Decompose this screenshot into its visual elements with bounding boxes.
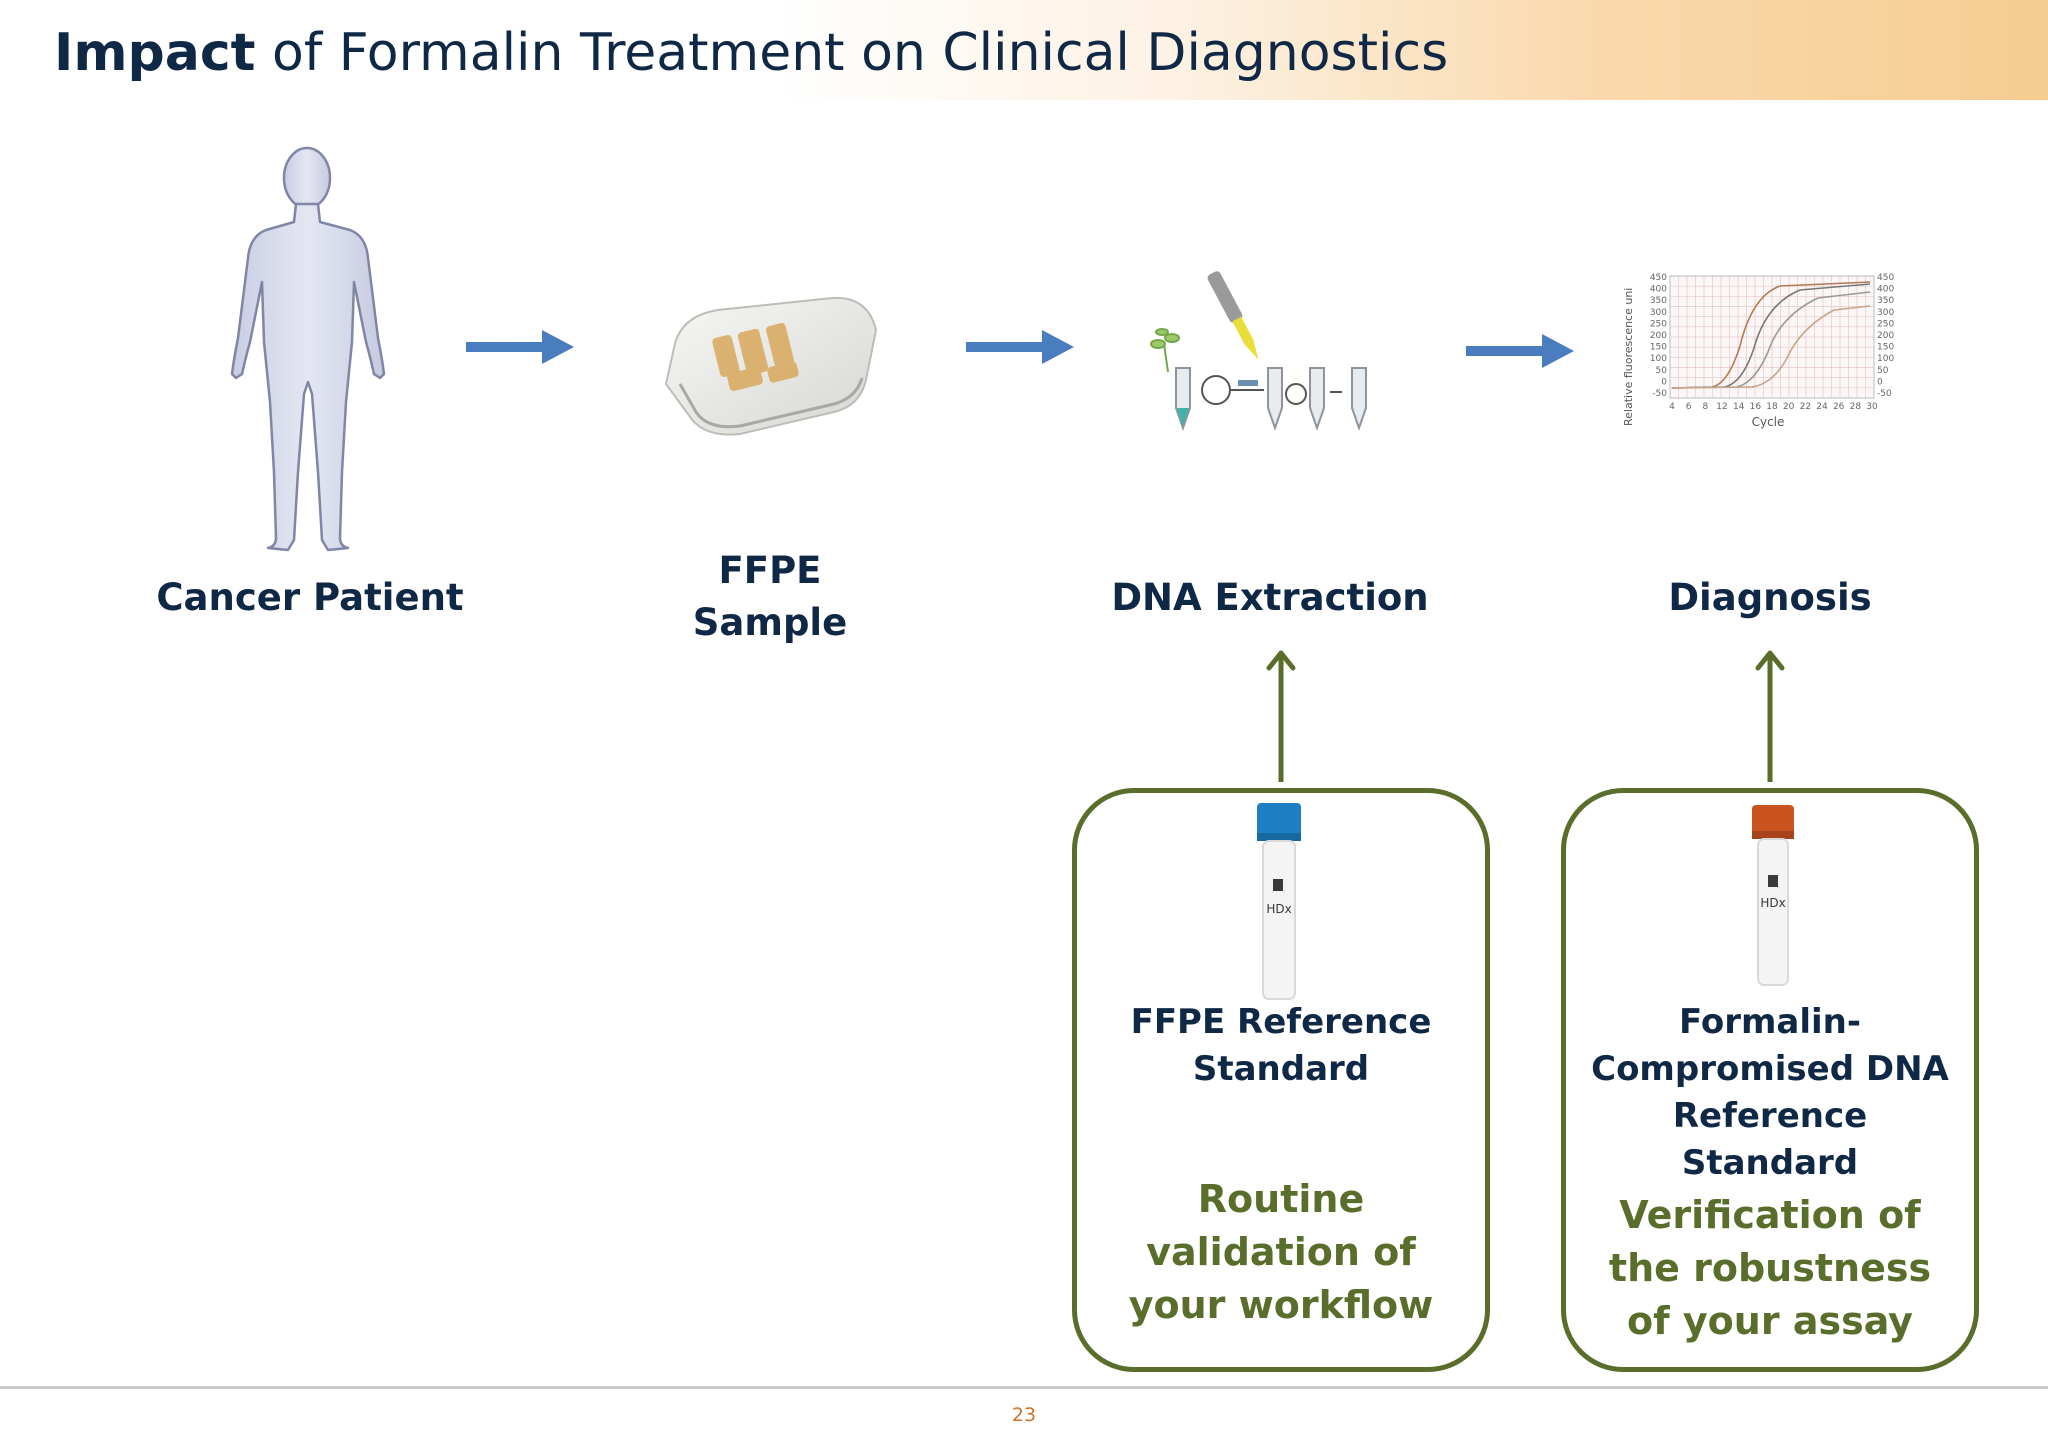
slide-title: Impact of Formalin Treatment on Clinical…: [54, 18, 1448, 88]
tube-orange-cap-icon: HDx: [1752, 805, 1794, 986]
qpcr-ytick-label: 450: [1877, 273, 1894, 283]
qpcr-ytick-label: 100: [1877, 354, 1894, 364]
reference-box-formalin-title: Formalin- Compromised DNA Reference Stan…: [1576, 999, 1964, 1187]
qpcr-ytick-label: 50: [1877, 366, 1889, 376]
stage-label-ffpe-sample: FFPE Sample: [620, 545, 920, 649]
qpcr-xtick-label: 12: [1716, 402, 1727, 412]
box-title-line: Standard: [1192, 1049, 1370, 1089]
tube-blue-cap-icon: HDx: [1257, 803, 1301, 1000]
qpcr-xtick-label: 20: [1783, 402, 1795, 412]
reference-box-ffpe: HDx FFPE Reference Standard Routine vali…: [1072, 788, 1490, 1372]
qpcr-ytick-label: 450: [1650, 273, 1667, 283]
box-note-line: the robustness: [1608, 1246, 1932, 1290]
qpcr-xtick-label: 24: [1816, 402, 1828, 412]
qpcr-ytick-label: 200: [1650, 331, 1667, 341]
qpcr-xtick-label: 18: [1766, 402, 1778, 412]
tube-label-1: HDx: [1266, 902, 1291, 916]
qpcr-curve-1: [1671, 281, 1871, 389]
ffpe-block-icon: [664, 296, 878, 436]
slide-title-emphasis: Impact: [54, 23, 256, 83]
box-title-line: Compromised DNA: [1591, 1049, 1949, 1089]
qpcr-xtick-label: 28: [1850, 402, 1862, 412]
flow-arrow-right-1: [466, 330, 574, 364]
box-note-line: validation of: [1146, 1230, 1416, 1274]
flow-arrow-right-2: [966, 330, 1074, 364]
qpcr-xtick-label: 26: [1833, 402, 1845, 412]
box-title-line: Formalin-: [1679, 1002, 1861, 1042]
box-title-line: Standard: [1681, 1143, 1859, 1183]
box-note-line: of your assay: [1627, 1299, 1913, 1343]
stage-label-ffpe-line2: Sample: [692, 601, 848, 644]
reference-box-ffpe-note: Routine validation of your workflow: [1087, 1173, 1475, 1332]
qpcr-ytick-label: 0: [1661, 377, 1667, 387]
qpcr-ytick-label: 350: [1877, 296, 1894, 306]
qpcr-ytick-label: 300: [1650, 308, 1667, 318]
qpcr-ytick-label: -50: [1652, 389, 1667, 399]
qpcr-ytick-label: 250: [1650, 319, 1667, 329]
box-title-line: FFPE Reference: [1130, 1002, 1432, 1042]
qpcr-ytick-label: -50: [1877, 389, 1892, 399]
stage-label-dna-extraction: DNA Extraction: [1111, 576, 1429, 619]
tube-label-2: HDx: [1760, 896, 1785, 910]
qpcr-xtick-label: 8: [1702, 402, 1708, 412]
qpcr-ytick-label: 50: [1656, 366, 1668, 376]
qpcr-ytick-label: 350: [1650, 296, 1667, 306]
qpcr-ytick-label: 150: [1877, 343, 1894, 353]
dna-extraction-icon: [1150, 271, 1367, 432]
flow-arrow-right-3: [1466, 334, 1574, 368]
reference-box-formalin-note: Verification of the robustness of your a…: [1576, 1189, 1964, 1348]
flow-arrow-up-1: [1266, 650, 1296, 782]
qpcr-ylabel: Relative fluorescence uni: [1622, 288, 1635, 426]
box-title-line: Reference: [1672, 1096, 1868, 1136]
human-figure-icon: [230, 146, 386, 552]
qpcr-curve-2: [1671, 283, 1871, 389]
qpcr-xlabel: Cycle: [1752, 415, 1785, 429]
page-number: 23: [1011, 1404, 1037, 1426]
qpcr-xtick-label: 6: [1686, 402, 1692, 412]
qpcr-ytick-label: 100: [1650, 354, 1667, 364]
qpcr-ytick-label: 400: [1650, 285, 1667, 295]
qpcr-xtick-label: 4: [1669, 402, 1675, 412]
box-note-line: Routine: [1197, 1177, 1365, 1221]
qpcr-curve-4: [1671, 305, 1871, 389]
reference-box-formalin: HDx Formalin- Compromised DNA Reference …: [1561, 788, 1979, 1372]
stage-label-ffpe-line1: FFPE: [718, 549, 822, 592]
qpcr-ytick-label: 0: [1877, 377, 1883, 387]
stage-label-cancer-patient: Cancer Patient: [156, 576, 464, 619]
slide-title-rest: of Formalin Treatment on Clinical Diagno…: [255, 23, 1449, 83]
qpcr-xtick-label: 22: [1800, 402, 1811, 412]
qpcr-xtick-label: 30: [1866, 402, 1878, 412]
qpcr-ytick-label: 300: [1877, 308, 1894, 318]
qpcr-xtick-label: 14: [1733, 402, 1745, 412]
qpcr-amplification-plot: Relative fluorescence uni Cycle 45040035…: [1622, 273, 1894, 429]
qpcr-ytick-label: 250: [1877, 319, 1894, 329]
qpcr-ytick-label: 200: [1877, 331, 1894, 341]
qpcr-ytick-label: 400: [1877, 285, 1894, 295]
header-band: Impact of Formalin Treatment on Clinical…: [0, 0, 2048, 100]
stage-label-diagnosis: Diagnosis: [1668, 576, 1872, 619]
qpcr-ytick-label: 150: [1650, 343, 1667, 353]
box-note-line: your workflow: [1128, 1283, 1434, 1327]
qpcr-curve-3: [1671, 291, 1871, 389]
reference-box-ffpe-title: FFPE Reference Standard: [1087, 999, 1475, 1093]
footer-divider: [0, 1386, 2048, 1389]
box-note-line: Verification of: [1619, 1193, 1921, 1237]
flow-arrow-up-2: [1755, 650, 1785, 782]
qpcr-xtick-label: 16: [1750, 402, 1762, 412]
